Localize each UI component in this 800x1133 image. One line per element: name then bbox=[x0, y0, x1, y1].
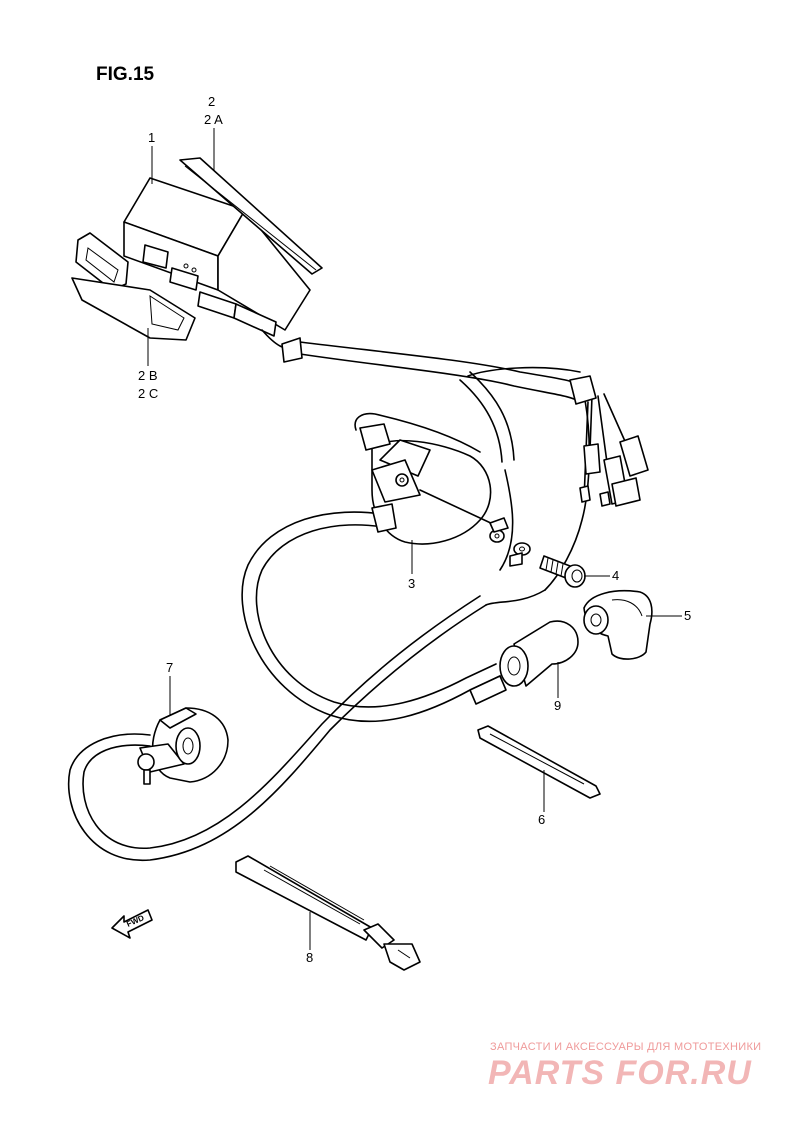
label-part-9: 9 bbox=[554, 698, 561, 713]
callout-labels: 1 2 2 A 2 B 2 C 3 4 5 6 7 8 9 bbox=[138, 94, 691, 965]
label-part-6: 6 bbox=[538, 812, 545, 827]
cable-tie-small bbox=[477, 725, 601, 799]
watermark-logo: PARTS FOR.RU bbox=[488, 1054, 752, 1092]
rubber-cushion bbox=[71, 232, 196, 341]
terminal-boot bbox=[499, 620, 579, 687]
label-part-2c: 2 C bbox=[138, 386, 158, 401]
cord-clamp bbox=[137, 707, 229, 785]
leader-lines bbox=[147, 128, 682, 950]
label-part-2b: 2 B bbox=[138, 368, 158, 383]
wire-harness bbox=[299, 341, 629, 606]
watermark: ЗАПЧАСТИ И АКСЕССУАРЫ ДЛЯ МОТОТЕХНИКИ PA… bbox=[488, 1041, 761, 1092]
cable-band-large bbox=[235, 855, 421, 971]
label-part-8: 8 bbox=[306, 950, 313, 965]
spark-plug-cap bbox=[583, 589, 653, 660]
label-part-5: 5 bbox=[684, 608, 691, 623]
high-tension-cord bbox=[67, 511, 507, 861]
label-part-7: 7 bbox=[166, 660, 173, 675]
ignition-coil bbox=[354, 412, 496, 545]
mounting-plate bbox=[179, 157, 323, 275]
forward-arrow: FWD bbox=[111, 909, 153, 939]
washer bbox=[489, 517, 531, 567]
connector-bundle bbox=[569, 375, 649, 507]
label-part-1: 1 bbox=[148, 130, 155, 145]
figure-title: FIG.15 bbox=[96, 64, 155, 85]
label-part-4: 4 bbox=[612, 568, 619, 583]
label-part-2: 2 bbox=[208, 94, 215, 109]
watermark-tagline: ЗАПЧАСТИ И АКСЕССУАРЫ ДЛЯ МОТОТЕХНИКИ bbox=[490, 1041, 761, 1053]
label-part-3: 3 bbox=[408, 576, 415, 591]
bolt bbox=[539, 555, 586, 588]
label-part-2a: 2 A bbox=[204, 112, 223, 127]
